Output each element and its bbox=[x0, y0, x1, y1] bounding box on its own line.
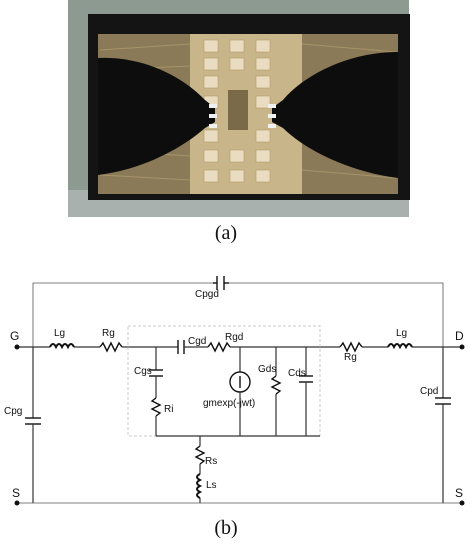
label-source-right: S bbox=[455, 486, 463, 500]
label-source-left: S bbox=[12, 486, 20, 500]
label-lg-left: Lg bbox=[54, 328, 65, 339]
terminal-source-right bbox=[459, 500, 465, 506]
chip-pads bbox=[203, 39, 271, 183]
caption-a: (a) bbox=[215, 222, 237, 244]
caption-b: (b) bbox=[214, 517, 237, 539]
capacitor-cpgd bbox=[213, 276, 229, 290]
probe-contacts bbox=[209, 104, 276, 128]
capacitor-cpg bbox=[25, 417, 41, 425]
label-cpd: Cpd bbox=[420, 386, 438, 397]
label-rg-left: Rg bbox=[102, 328, 115, 339]
label-cgs: Cgs bbox=[134, 366, 152, 377]
inductor-ls bbox=[196, 473, 203, 499]
label-cpg: Cpg bbox=[4, 406, 22, 417]
photo-panel bbox=[68, 0, 410, 217]
label-rgd: Rgd bbox=[225, 332, 243, 343]
chip-center-line bbox=[228, 90, 248, 130]
label-ls: Ls bbox=[206, 480, 217, 491]
circuit-diagram: Cpgd Lg Rg Cgd Rgd Rg Lg bbox=[4, 276, 465, 506]
label-gds: Gds bbox=[258, 364, 276, 375]
probe-right bbox=[272, 52, 398, 178]
terminal-source-left bbox=[14, 500, 20, 506]
label-ri: Ri bbox=[164, 404, 173, 415]
label-drain: D bbox=[455, 329, 464, 343]
terminal-gate bbox=[14, 344, 20, 350]
wire-cpgd-loop bbox=[32, 282, 444, 347]
label-rs: Rs bbox=[205, 456, 217, 467]
capacitor-cpd bbox=[435, 397, 451, 405]
intrinsic-box bbox=[127, 325, 321, 437]
terminal-drain bbox=[459, 344, 465, 350]
label-lg-right: Lg bbox=[396, 328, 407, 339]
label-rg-right: Rg bbox=[344, 352, 357, 363]
label-cgd: Cgd bbox=[188, 336, 206, 347]
label-gm: gmexp(-jwt) bbox=[203, 398, 255, 409]
inductor-lg-right bbox=[387, 343, 413, 350]
resistor-gds bbox=[270, 375, 282, 395]
label-gate: G bbox=[10, 329, 19, 343]
resistor-rg-left bbox=[99, 341, 123, 353]
resistor-rg-right bbox=[339, 341, 363, 353]
inductor-lg-left bbox=[49, 343, 75, 350]
label-cpgd: Cpgd bbox=[195, 289, 219, 300]
resistor-ri bbox=[150, 397, 162, 417]
probe-left bbox=[98, 57, 215, 175]
label-cds: Cds bbox=[288, 368, 306, 379]
capacitor-cgd bbox=[177, 340, 185, 354]
resistor-rgd bbox=[207, 341, 231, 353]
resistor-rs bbox=[194, 445, 206, 465]
